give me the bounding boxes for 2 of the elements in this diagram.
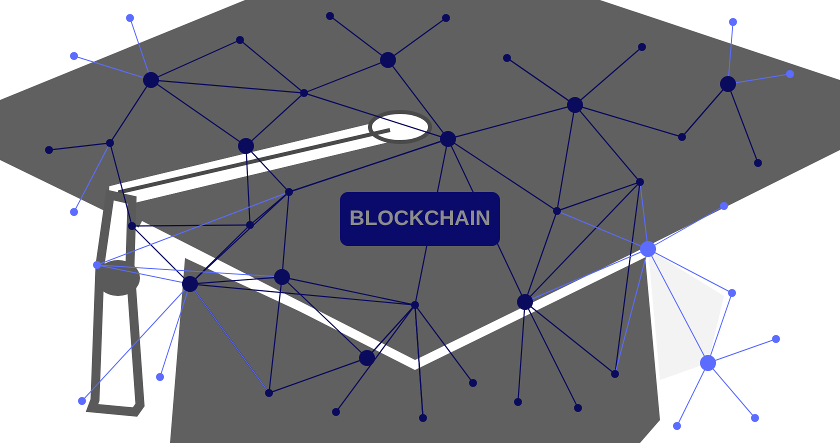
label-text: BLOCKCHAIN: [349, 206, 491, 232]
label-box: [340, 192, 500, 246]
